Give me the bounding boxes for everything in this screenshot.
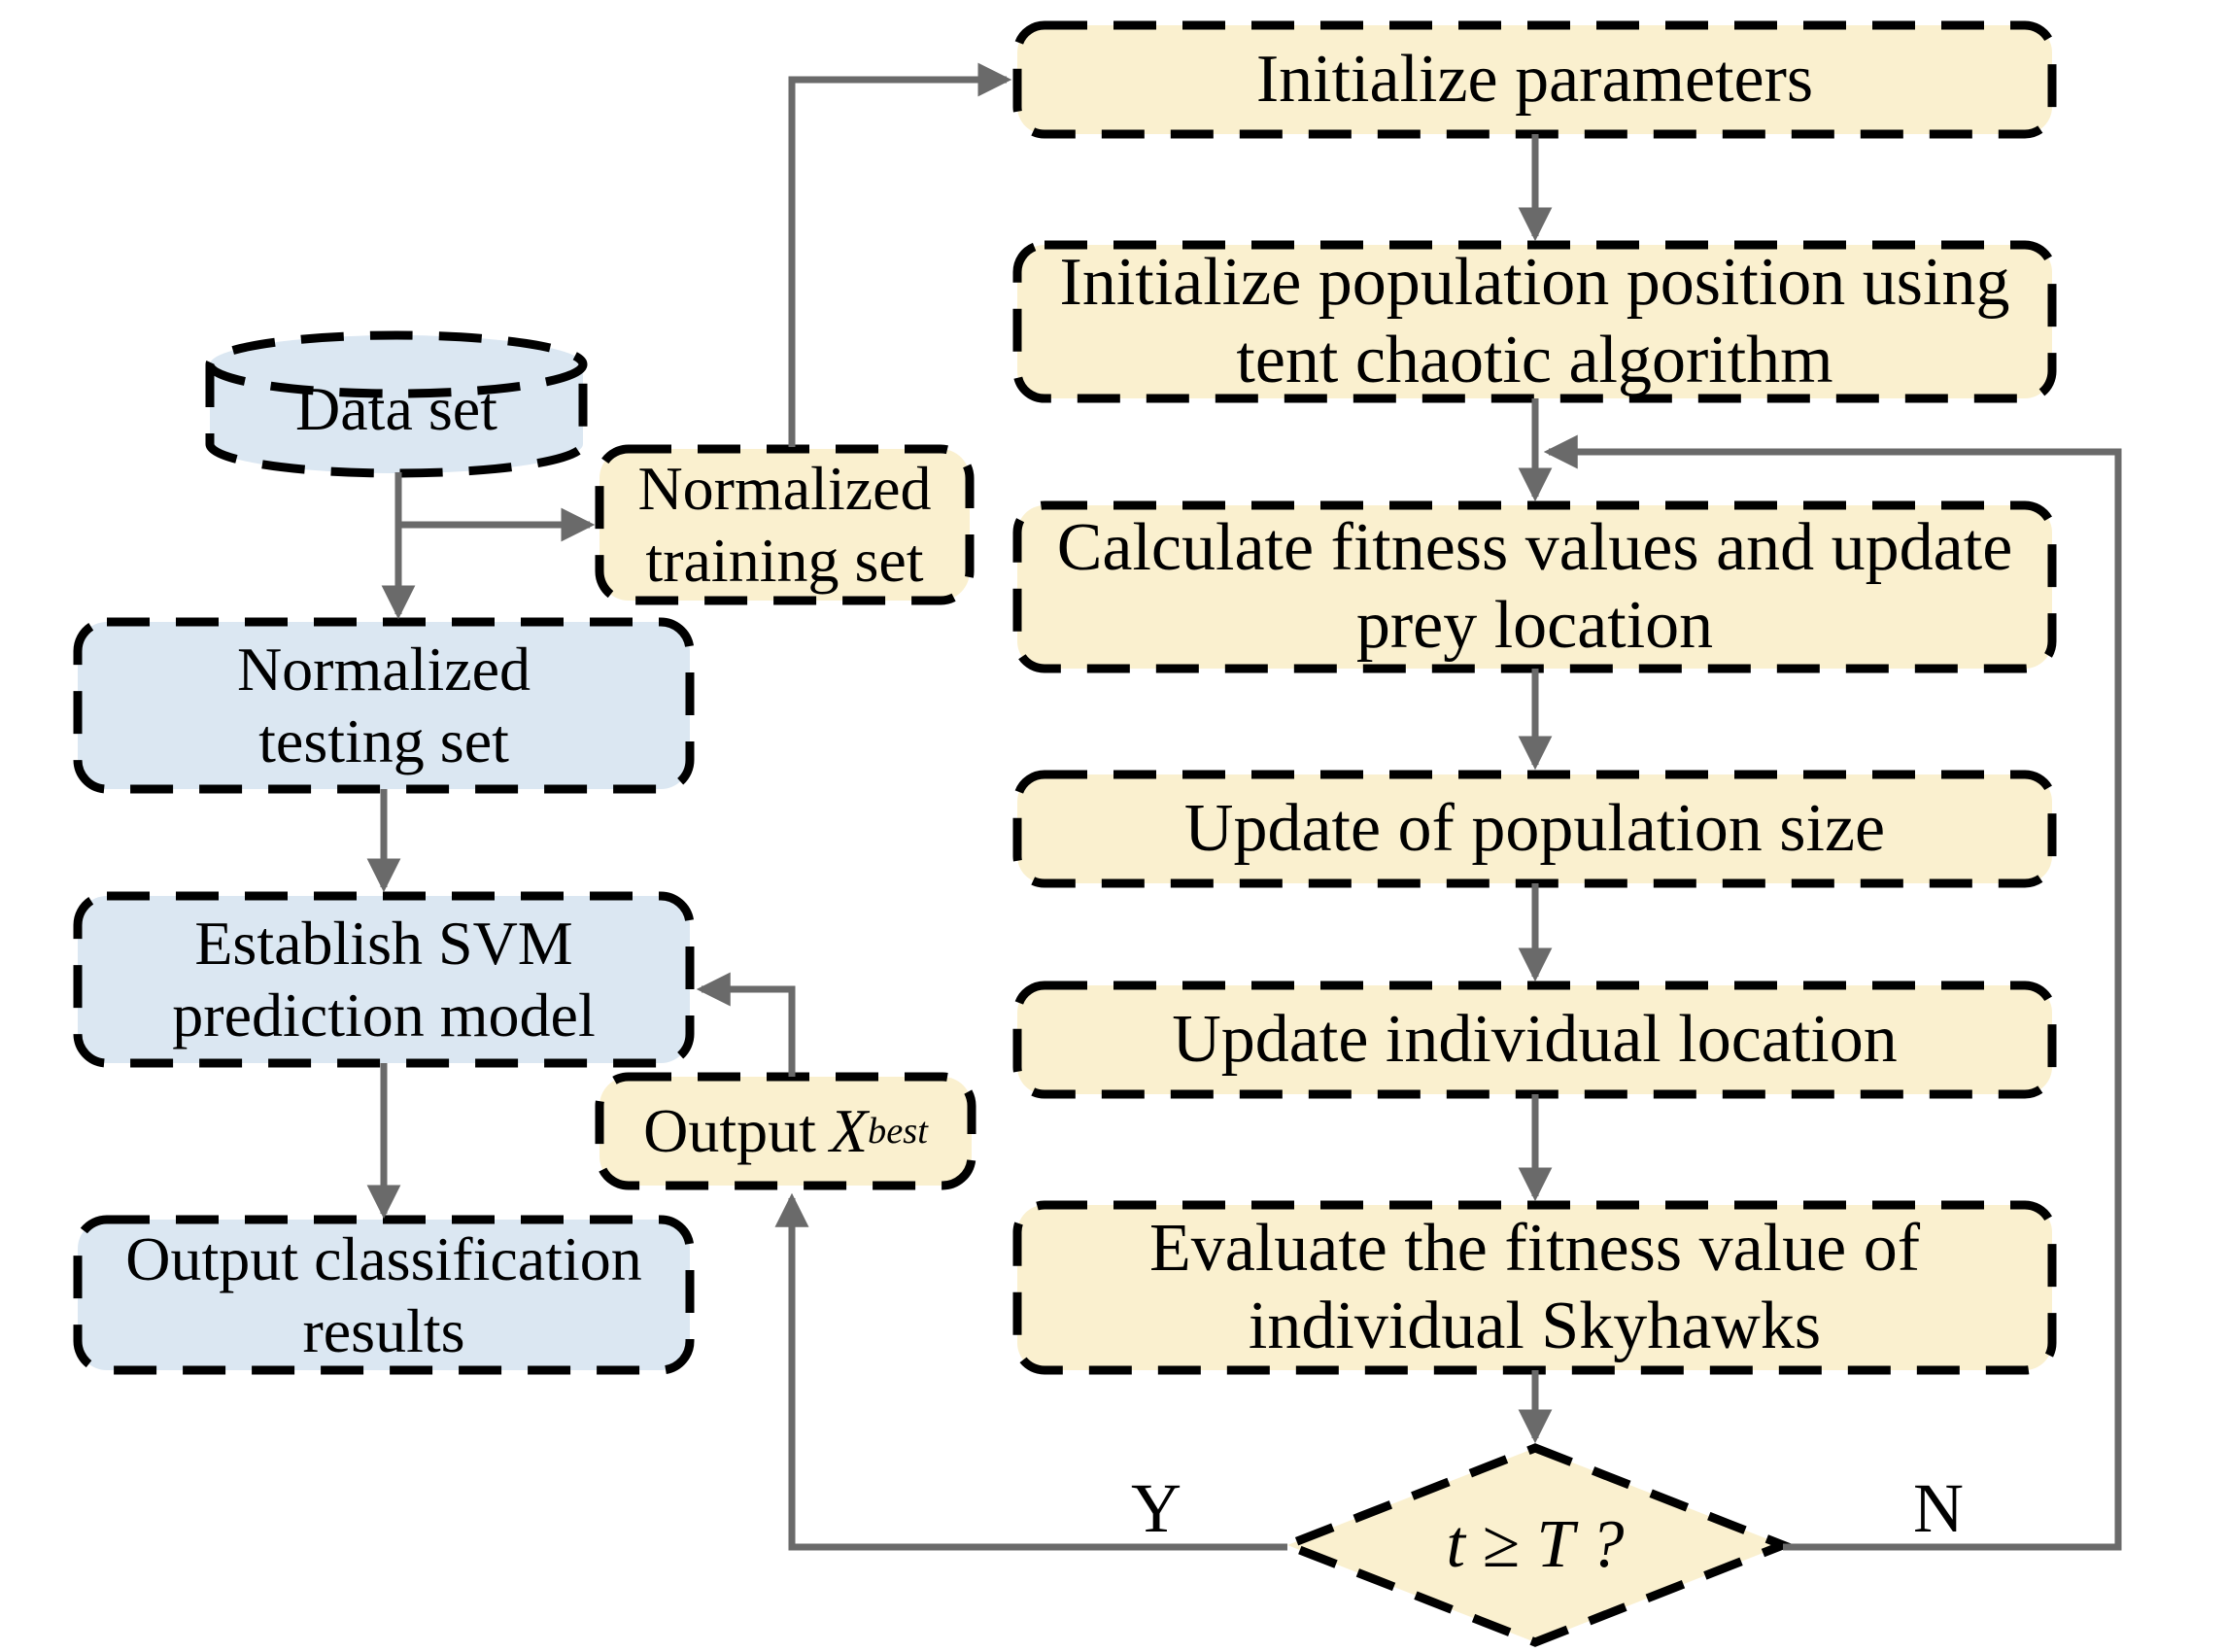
establish-svm-model-label: Establish SVM prediction model	[172, 909, 596, 1050]
data-set-cylinder-body	[205, 364, 588, 478]
data-set-label: Data set	[295, 374, 497, 443]
output-x-best-label: Output X best	[643, 1096, 928, 1165]
initialize-population-label: Initialize population position using ten…	[1059, 245, 2010, 397]
normalized-training-set-label: Normalized training set	[637, 454, 932, 595]
connector-output-xbest-to-svm	[696, 972, 796, 1077]
output-classification-results-box	[73, 1215, 695, 1375]
normalized-testing-set-box	[73, 617, 695, 794]
data-set-cylinder	[205, 330, 588, 478]
no-branch-label: N	[1913, 1468, 1964, 1547]
calculate-fitness-label: Calculate fitness values and update prey…	[1056, 510, 2013, 663]
connector-no-feedback-loop	[1543, 434, 2122, 1551]
iteration-check-label: t ≥ T ?	[1446, 1507, 1625, 1582]
connector-yes-to-output-xbest	[774, 1192, 1287, 1551]
normalized-training-set-box	[595, 444, 975, 605]
yes-branch-label: Y	[1131, 1468, 1181, 1547]
output-classification-results-label: Output classification results	[125, 1223, 642, 1365]
establish-svm-model-box	[73, 891, 695, 1068]
initialize-population-box	[1012, 240, 2057, 403]
output-x-best-box	[595, 1072, 976, 1190]
update-individual-location-label: Update individual location	[1172, 1002, 1898, 1077]
normalized-testing-set-label: Normalized testing set	[236, 635, 531, 775]
iteration-check-diamond	[1275, 1443, 1796, 1647]
evaluate-fitness-label: Evaluate the fitness value of individual…	[1148, 1211, 1921, 1363]
update-population-size-label: Update of population size	[1183, 791, 1886, 866]
connector-training-to-init-params	[788, 62, 1012, 447]
data-set-cylinder-fill	[210, 335, 583, 473]
initialize-parameters-label: Initialize parameters	[1255, 42, 1814, 117]
